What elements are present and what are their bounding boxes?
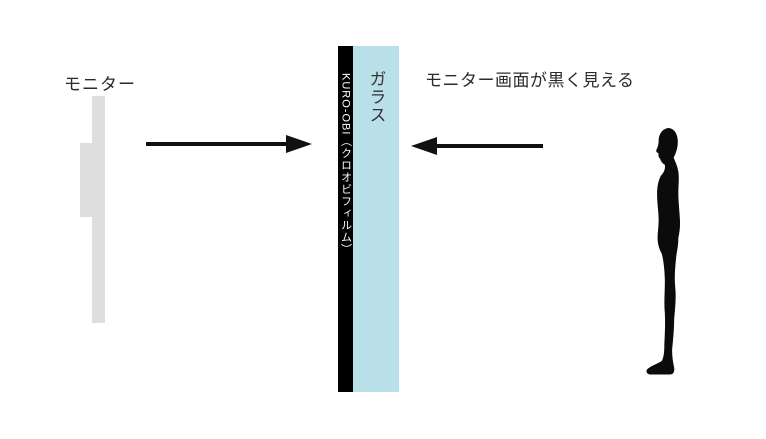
monitor-panel-side-view (92, 96, 105, 323)
caption-text: モニター画面が黒く見える (425, 71, 635, 90)
kuro-obi-film-bar: KURO-OBI（クロオビフィルム） (338, 46, 353, 392)
left-arrow-icon (411, 137, 543, 155)
glass-label: ガラス (366, 70, 386, 124)
glass-bar: ガラス (353, 46, 399, 392)
standing-person-silhouette-icon (646, 128, 681, 375)
monitor-back-side-view (80, 143, 93, 217)
monitor-label: モニター (64, 75, 136, 94)
right-arrow-icon (146, 135, 312, 153)
film-label: KURO-OBI（クロオビフィルム） (339, 73, 352, 256)
